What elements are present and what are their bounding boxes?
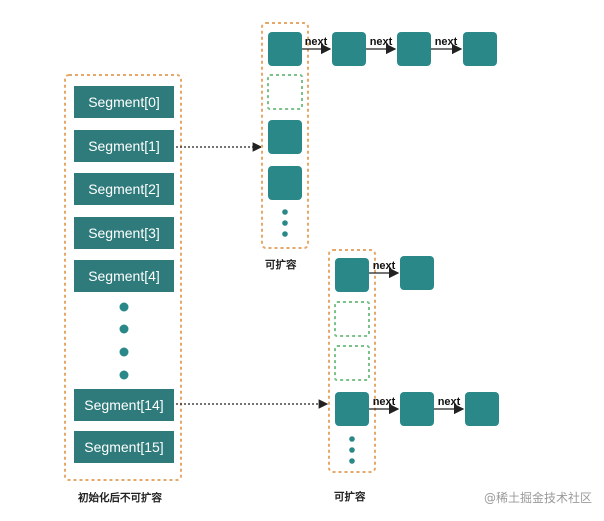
- segment-15-label: Segment[15]: [84, 439, 163, 455]
- segment-3: Segment[3]: [74, 217, 174, 249]
- hash-table-1-container: [261, 22, 309, 249]
- segment-ellipsis: [119, 302, 129, 380]
- segment-14-label: Segment[14]: [84, 397, 163, 413]
- table-1-ellipsis: [282, 209, 288, 237]
- next-label: next: [373, 396, 396, 408]
- watermark: @稀土掘金技术社区: [483, 491, 592, 505]
- hash-table-2-container: [328, 249, 376, 473]
- segment-4: Segment[4]: [74, 260, 174, 292]
- table-1-chain: next next next: [302, 32, 497, 66]
- segment-array-caption: 初始化后不可扩容: [78, 492, 162, 504]
- chain-node: [465, 392, 499, 426]
- segment-0: Segment[0]: [74, 86, 174, 118]
- table-1-bucket-1-empty: [267, 74, 303, 110]
- chain-node: [332, 32, 366, 66]
- table-2-chain-b: next next: [369, 392, 499, 426]
- segment-14: Segment[14]: [74, 389, 174, 421]
- segment-4-label: Segment[4]: [88, 268, 160, 284]
- chain-node: [400, 392, 434, 426]
- next-label: next: [370, 36, 393, 48]
- next-label: next: [373, 260, 396, 272]
- table-2-bucket-0: [335, 258, 369, 292]
- segment-1-label: Segment[1]: [88, 138, 160, 154]
- segment-15: Segment[15]: [74, 431, 174, 463]
- next-label: next: [435, 36, 458, 48]
- table-2-bucket-3: [335, 392, 369, 426]
- table-2-ellipsis: [349, 436, 355, 464]
- table-2-bucket-2-empty: [334, 345, 370, 381]
- table-2-bucket-1-empty: [334, 301, 370, 337]
- table-2-caption: 可扩容: [334, 491, 366, 503]
- segment-0-label: Segment[0]: [88, 94, 160, 110]
- table-1-bucket-2: [268, 120, 302, 154]
- chain-node: [463, 32, 497, 66]
- table-1-bucket-3: [268, 166, 302, 200]
- table-1-bucket-0: [268, 32, 302, 66]
- segment-1: Segment[1]: [74, 130, 174, 162]
- table-1-caption: 可扩容: [265, 259, 297, 271]
- chain-node: [400, 256, 434, 290]
- chain-node: [397, 32, 431, 66]
- segment-array-container: [64, 74, 182, 481]
- segment-2-label: Segment[2]: [88, 181, 160, 197]
- segment-2: Segment[2]: [74, 173, 174, 205]
- next-label: next: [438, 396, 461, 408]
- table-2-chain-a: next: [369, 256, 434, 290]
- next-label: next: [305, 36, 328, 48]
- segment-3-label: Segment[3]: [88, 225, 160, 241]
